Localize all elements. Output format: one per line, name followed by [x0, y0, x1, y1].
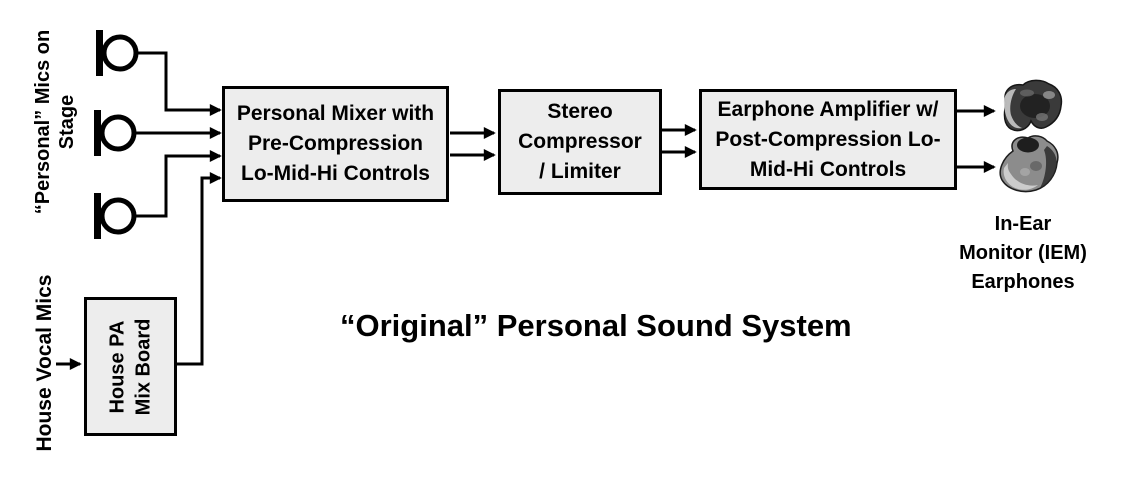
mic-icon-1: [96, 30, 139, 76]
node-label-line: Compressor: [518, 130, 642, 153]
node-label-line: Personal Mixer with: [236, 102, 435, 125]
node-earphone-amplifier: Earphone Amplifier w/ Post-Compression L…: [699, 89, 957, 190]
label-line: Monitor (IEM): [959, 242, 1087, 264]
node-stereo-compressor: Stereo Compressor / Limiter: [498, 89, 662, 195]
node-label-line: Pre-Compression: [247, 132, 424, 155]
node-label-line: Stereo: [547, 100, 613, 123]
iem-earphone-image-top: [1003, 79, 1063, 132]
node-house-pa-mix-board: House PA Mix Board: [84, 297, 177, 436]
diagram-title: “Original” Personal Sound System: [340, 308, 852, 343]
node-personal-mixer: Personal Mixer with Pre-Compression Lo-M…: [222, 86, 449, 202]
label-line: In-Ear: [994, 213, 1052, 235]
mic-icon-2: [94, 110, 137, 156]
label-iem-earphones: In-Ear Monitor (IEM) Earphones: [928, 210, 1118, 297]
connector-mic3-to-mixer: [136, 150, 222, 218]
node-label-line: Mix Board: [132, 318, 155, 415]
label-personal-mics-on-stage: “Personal” Mics on Stage: [31, 12, 79, 232]
node-label-line: / Limiter: [539, 160, 621, 183]
node-label-line: Lo-Mid-Hi Controls: [241, 162, 430, 185]
iem-earphone-image-bottom: [999, 135, 1059, 193]
label-line: “Personal” Mics: [32, 59, 54, 215]
node-label-line: Post-Compression Lo-: [715, 127, 941, 151]
node-label-line: Mid-Hi Controls: [749, 157, 907, 181]
connector-mixboard-to-mixer: [176, 172, 222, 366]
node-label-line: House PA: [106, 320, 129, 413]
label-house-vocal-mics: House Vocal Mics: [33, 274, 56, 452]
mic-icon-3: [94, 193, 137, 239]
node-label-line: Earphone Amplifier w/: [717, 97, 939, 121]
node-label-rotated: House PA Mix Board: [105, 318, 157, 415]
connector-mic1-to-mixer: [138, 51, 222, 116]
label-line: Earphones: [971, 271, 1075, 293]
